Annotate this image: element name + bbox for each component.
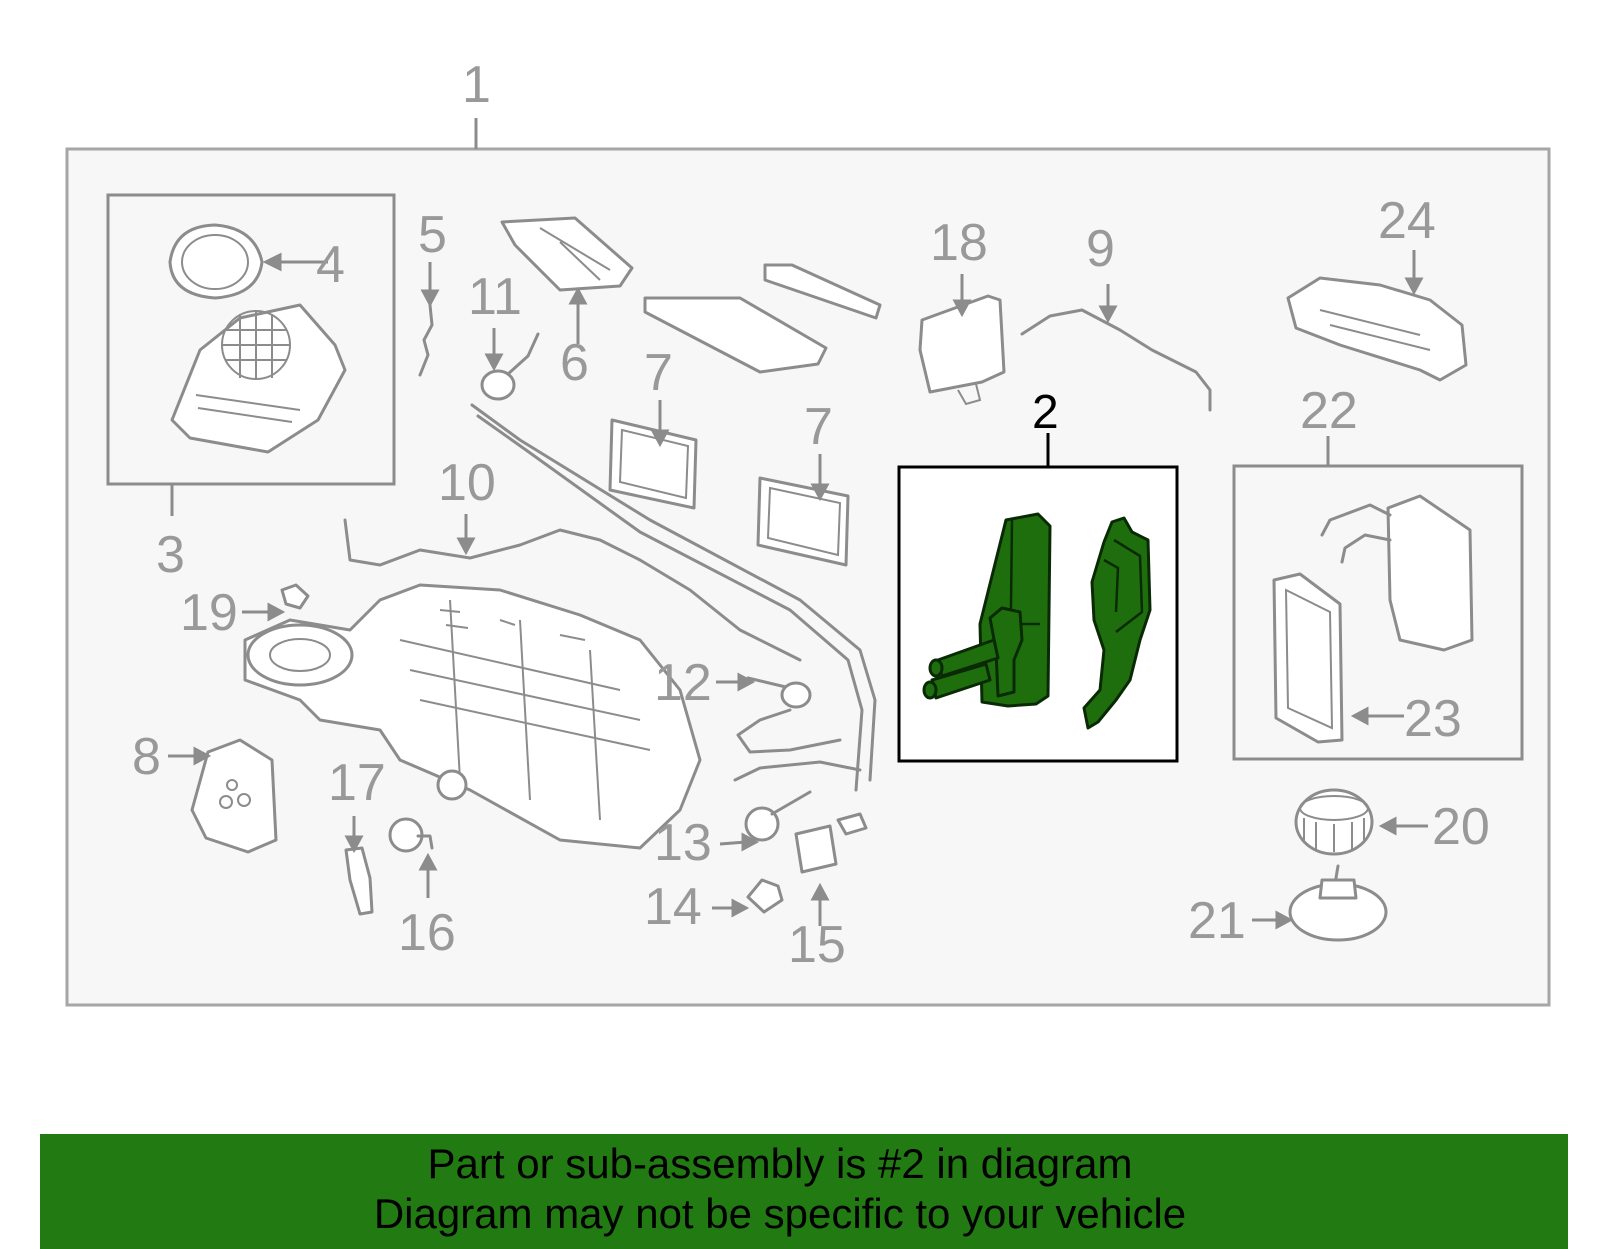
parts-diagram: 1 2 3 4 5 6 7 7 8 9 10 11 12 13 14 15 16…	[65, 56, 1551, 1007]
part-24-duct	[1286, 276, 1468, 382]
part-15-module	[794, 824, 838, 874]
callout-19: 19	[180, 584, 238, 642]
part-20-blower-wheel	[1294, 788, 1374, 856]
part-23-filter	[1272, 572, 1344, 744]
part-21-blower-motor	[1288, 864, 1388, 942]
callout-3: 3	[156, 526, 185, 584]
part-19-clip	[280, 583, 310, 610]
callout-18: 18	[930, 214, 988, 272]
callout-20: 20	[1432, 798, 1490, 856]
part-22-heater-core	[1320, 494, 1474, 652]
part-4-gasket	[168, 223, 264, 300]
callout-14: 14	[644, 878, 702, 936]
part-9-line	[1020, 308, 1212, 412]
callout-16: 16	[398, 904, 456, 962]
part-5-clip	[418, 303, 434, 377]
tube-long	[470, 403, 877, 782]
callout-11: 11	[468, 268, 522, 326]
part-17-bracket	[344, 846, 374, 916]
part-2-evaporator-highlighted	[922, 512, 1052, 708]
info-footer: Part or sub-assembly is #2 in diagram Di…	[40, 1134, 1568, 1249]
footer-line-part-info: Part or sub-assembly is #2 in diagram	[427, 1140, 1133, 1187]
part-14-clip	[746, 878, 784, 914]
callout-24: 24	[1378, 192, 1436, 250]
callout-17: 17	[328, 754, 386, 812]
part-2-housing-highlighted	[1082, 516, 1152, 730]
tube-long-2	[476, 414, 864, 792]
leaders	[168, 250, 1428, 930]
callout-8: 8	[132, 728, 161, 786]
part-18-module	[918, 294, 1006, 406]
part-duct-panel-short	[763, 263, 882, 320]
callout-6: 6	[560, 334, 589, 392]
callout-5: 5	[418, 206, 447, 264]
connector	[836, 812, 868, 836]
callout-1: 1	[462, 56, 491, 114]
callout-7a: 7	[644, 344, 673, 402]
footer-line-disclaimer: Diagram may not be specific to your vehi…	[373, 1190, 1187, 1237]
part-10-tube	[343, 518, 802, 662]
part-duct-panel-long	[643, 296, 828, 374]
hvac-main-case	[243, 583, 702, 850]
callout-12: 12	[654, 654, 712, 712]
callout-21: 21	[1188, 892, 1246, 950]
callout-22: 22	[1300, 382, 1358, 440]
part-7-filter-a	[608, 418, 698, 510]
callout-2: 2	[1032, 386, 1059, 439]
callout-23: 23	[1404, 690, 1462, 748]
part-16-grommet	[388, 817, 434, 853]
part-3-blower-housing	[170, 303, 347, 454]
part-13-sensor	[744, 790, 812, 842]
part-8-pad	[190, 738, 278, 854]
part-6-duct	[500, 216, 634, 292]
part-11-actuator	[480, 332, 540, 401]
callout-7b: 7	[804, 398, 833, 456]
callout-13: 13	[654, 814, 712, 872]
callout-10: 10	[438, 454, 496, 512]
callout-9: 9	[1086, 220, 1115, 278]
hose-loop	[736, 708, 842, 754]
hose-loop-2	[733, 760, 862, 782]
callout-15: 15	[788, 916, 846, 974]
callout-4: 4	[316, 236, 345, 294]
part-12-sensor	[746, 676, 812, 709]
